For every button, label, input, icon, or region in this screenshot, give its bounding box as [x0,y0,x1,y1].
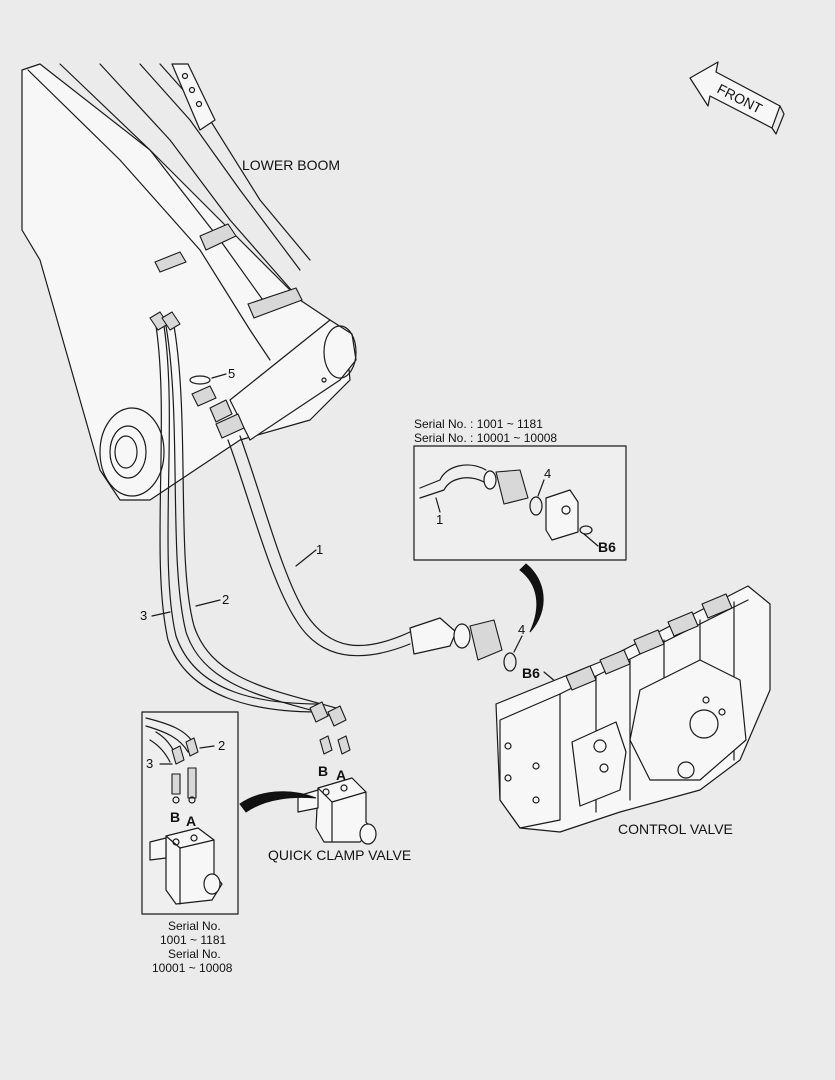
inset-top-leader [519,563,544,633]
callout-4: 4 [518,622,525,637]
inset-top-serial: Serial No. : 1001 ~ 1181 Serial No. : 10… [413,417,627,561]
front-arrow: FRONT [689,61,785,135]
inset-left-serial-range-2: 10001 ~ 10008 [152,961,233,975]
quick-clamp-valve-label: QUICK CLAMP VALVE [268,847,411,863]
oring-5: 5 [189,366,235,407]
inset-top-serial-line1: Serial No. : 1001 ~ 1181 [414,417,543,431]
quick-clamp-valve: B A QUICK CLAMP VALVE [268,735,411,863]
inset-left-callout-2: 2 [218,738,225,753]
callout-1: 1 [316,542,323,557]
inset-left-port-b: B [170,809,180,825]
lower-boom-label: LOWER BOOM [242,157,340,173]
hoses [149,311,517,727]
inset-top-callout-1: 1 [436,512,443,527]
qcv-port-a: A [336,767,346,783]
inset-top-serial-line2: Serial No. : 10001 ~ 10008 [414,431,557,445]
callout-2: 2 [222,592,229,607]
inset-left-serial: 2 3 B A Serial No. 1001 ~ 1181 Serial No… [141,711,239,975]
inset-left-serial-label-1: Serial No. [168,919,221,933]
inset-top-port-b6: B6 [598,539,616,555]
lower-boom: LOWER BOOM [21,63,357,501]
inset-left-serial-range-1: 1001 ~ 1181 [160,933,227,947]
control-valve: CONTROL VALVE [495,585,771,837]
inset-left-leader [239,791,317,813]
inset-top-callout-4: 4 [544,466,551,481]
inset-left-callout-3: 3 [146,756,153,771]
control-valve-label: CONTROL VALVE [618,821,733,837]
inset-left-port-a: A [186,813,196,829]
callout-3: 3 [140,608,147,623]
callout-5: 5 [228,366,235,381]
qcv-port-b: B [318,763,328,779]
callout-b6: B6 [522,665,540,681]
inset-left-serial-label-2: Serial No. [168,947,221,961]
